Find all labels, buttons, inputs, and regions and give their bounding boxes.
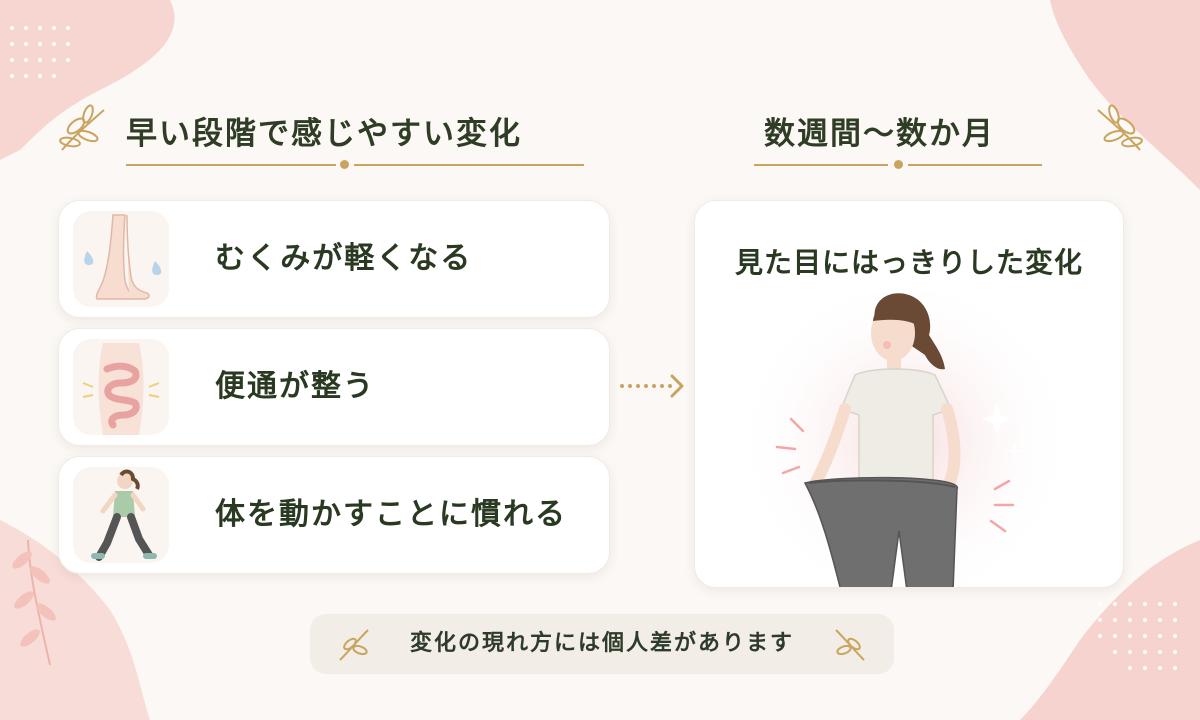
early-changes-heading: 早い段階で感じやすい変化 <box>126 116 522 152</box>
divider-dot <box>340 160 349 169</box>
result-card: 見た目にはっきりした変化 <box>694 200 1124 588</box>
change-card-exercise: 体を動かすことに慣れる <box>58 456 610 574</box>
heading-divider <box>126 164 336 166</box>
heading-divider <box>354 164 584 166</box>
change-card-swelling: むくみが軽くなる <box>58 200 610 318</box>
change-label: むくみが軽くなる <box>215 241 473 276</box>
change-label: 便通が整う <box>215 369 375 404</box>
feet-water-drops-icon <box>73 211 169 307</box>
result-title: 見た目にはっきりした変化 <box>734 246 1083 279</box>
heading-divider <box>908 164 1042 166</box>
woman-loose-pants-icon <box>735 291 1075 587</box>
divider-dot <box>894 160 903 169</box>
heading-divider <box>754 164 888 166</box>
walking-woman-icon <box>73 467 169 563</box>
laurel-right-icon <box>835 629 865 661</box>
laurel-left-icon <box>59 104 105 151</box>
individual-difference-note: 変化の現れ方には個人差があります <box>310 614 894 674</box>
laurel-left-icon <box>339 629 369 661</box>
change-card-bowel: 便通が整う <box>58 328 610 446</box>
change-label: 体を動かすことに慣れる <box>215 497 567 532</box>
dotted-arrow-icon <box>620 374 684 398</box>
note-text: 変化の現れ方には個人差があります <box>409 631 794 656</box>
intestine-icon <box>73 339 169 435</box>
laurel-right-icon <box>1097 104 1143 151</box>
timeframe-heading: 数週間〜数か月 <box>764 116 995 152</box>
